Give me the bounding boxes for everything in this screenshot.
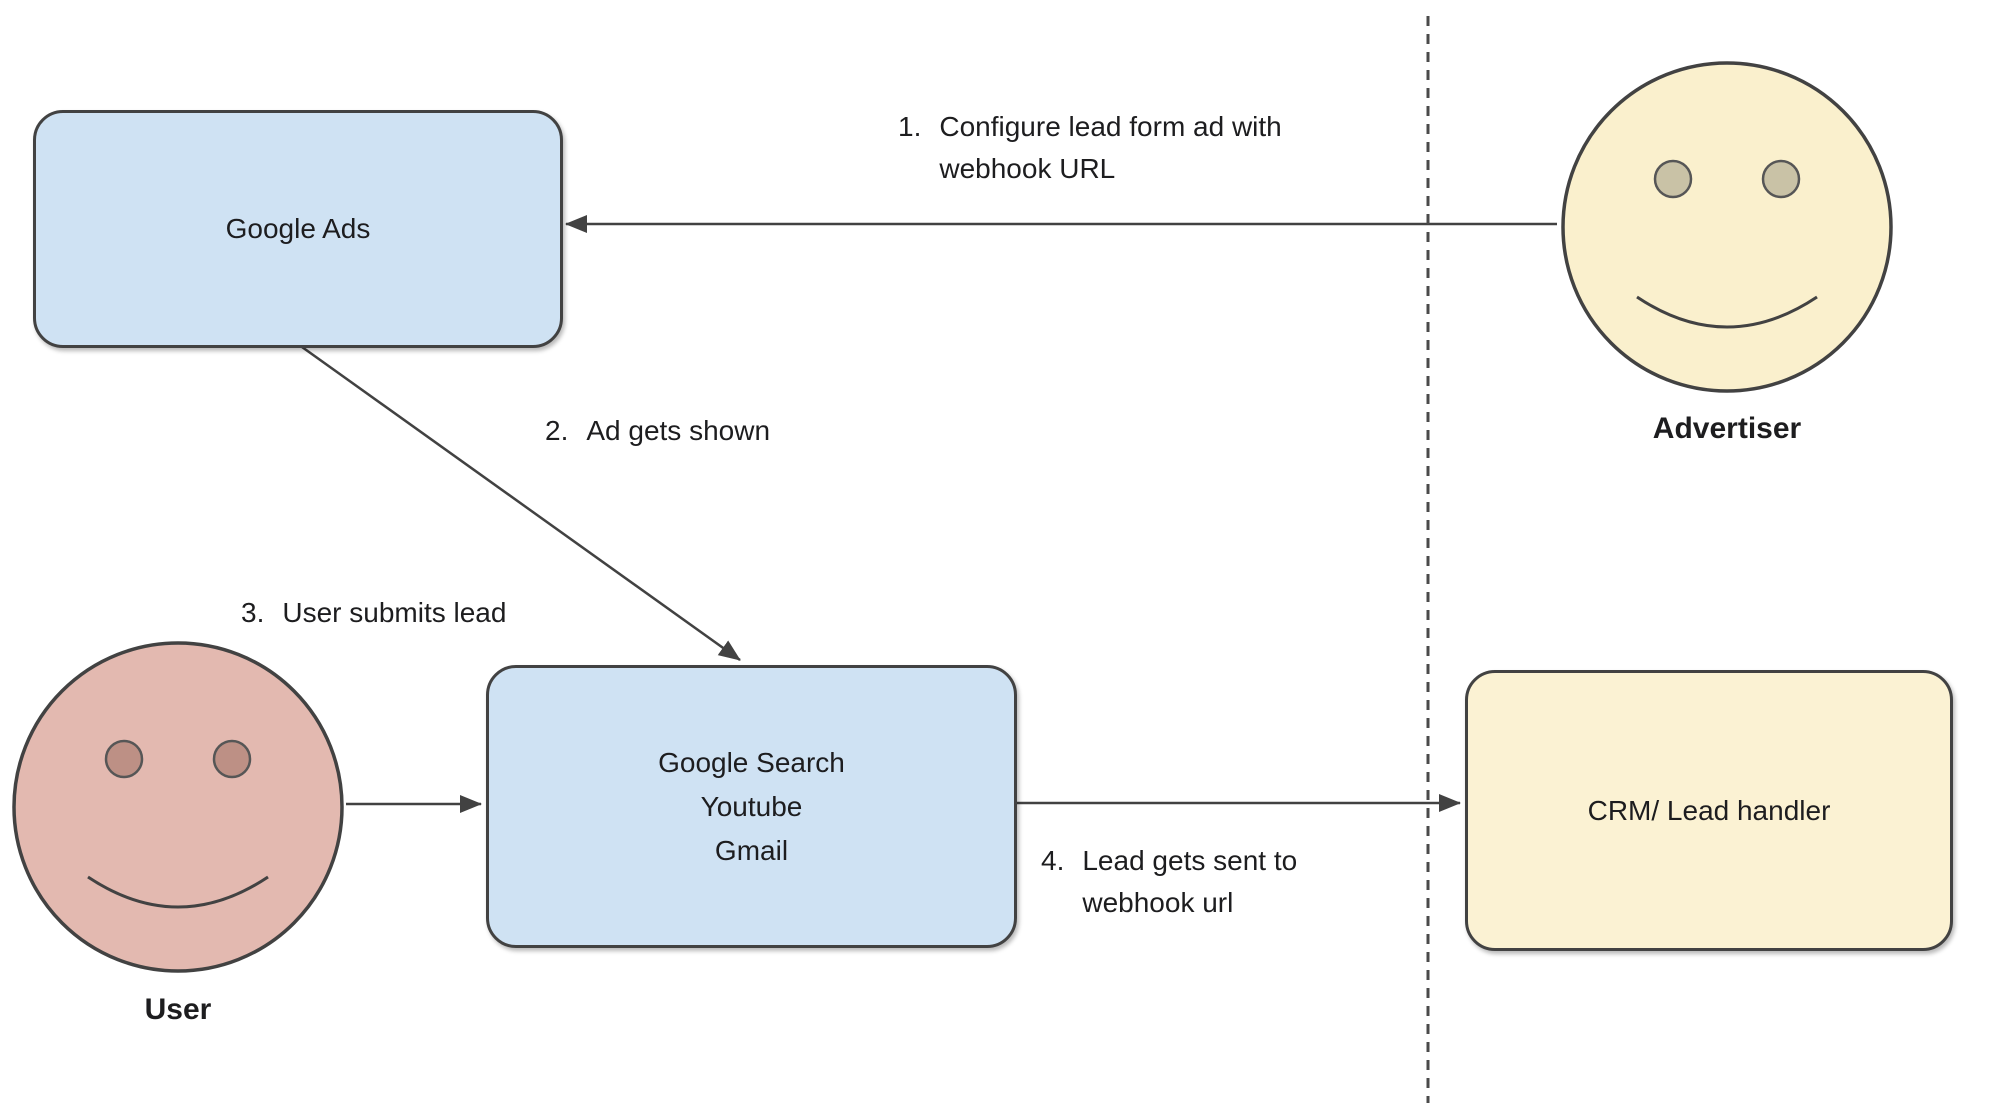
edge-number: 4.: [1041, 845, 1065, 876]
edge-label-ad-shown: 2. Ad gets shown: [545, 410, 770, 452]
edge-label-configure: 1. Configure lead form ad with webhook U…: [898, 106, 1282, 190]
user-face-icon: [10, 639, 346, 975]
user-label: User: [144, 993, 212, 1026]
edge-label-lead-sent: 4. Lead gets sent to webhook url: [1041, 840, 1297, 924]
smile-icon: [1636, 295, 1818, 329]
edge-ad-shown-arrow: [294, 340, 741, 662]
node-google-ads: Google Ads: [33, 110, 563, 348]
smiley-face-icon: [1561, 61, 1893, 393]
edge-number: 1.: [898, 111, 922, 142]
smiley-face-icon: [12, 641, 344, 973]
right-eye-icon: [212, 739, 252, 779]
edge-text: User submits lead: [282, 597, 507, 628]
node-crm-label: CRM/ Lead handler: [1587, 794, 1831, 826]
advertiser-label: Advertiser: [1652, 412, 1802, 445]
left-eye-icon: [104, 739, 144, 779]
node-crm-lead-handler: CRM/ Lead handler: [1465, 670, 1953, 951]
node-google-ads-label: Google Ads: [225, 213, 371, 244]
edge-text: Ad gets shown: [586, 415, 771, 446]
smile-icon: [87, 875, 269, 909]
node-google-properties: Google Search Youtube Gmail: [486, 665, 1017, 948]
node-google-properties-label: Google Search Youtube Gmail: [658, 746, 845, 866]
edge-text: Lead gets sent to webhook url: [1082, 845, 1298, 918]
edge-label-user-submits: 3. User submits lead: [241, 592, 506, 634]
advertiser-face-icon: [1559, 59, 1895, 395]
edge-number: 3.: [241, 597, 265, 628]
edge-number: 2.: [545, 415, 569, 446]
edge-text: Configure lead form ad with webhook URL: [939, 111, 1282, 184]
right-eye-icon: [1761, 159, 1801, 199]
left-eye-icon: [1653, 159, 1693, 199]
